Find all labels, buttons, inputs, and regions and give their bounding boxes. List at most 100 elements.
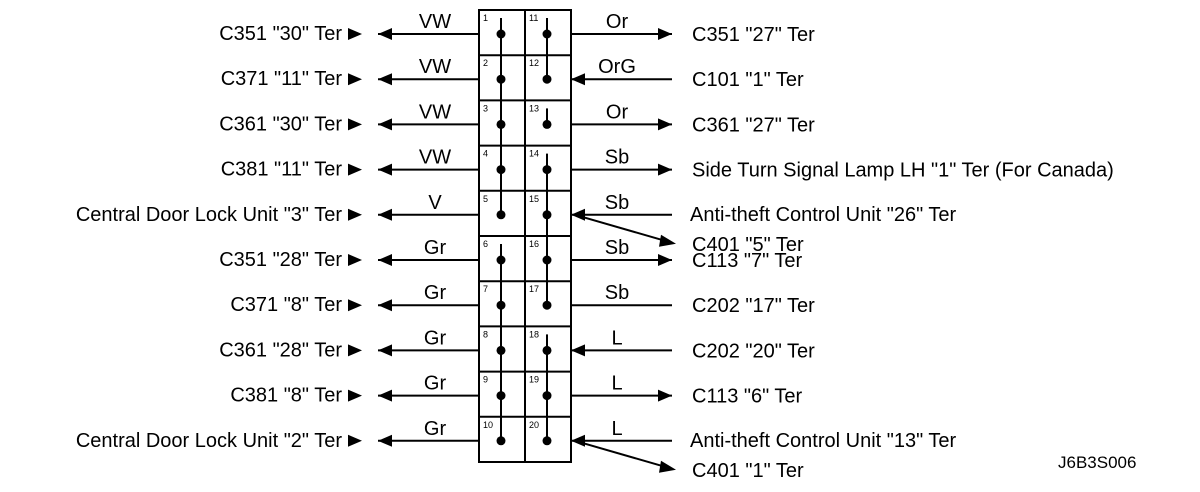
left-pin-4: 4 VW C381 "11" Ter xyxy=(221,147,506,181)
arrow-tail xyxy=(348,118,362,131)
wire-color-label: OrG xyxy=(598,56,636,78)
terminal-label: C361 "30" Ter xyxy=(219,113,342,135)
wire-color-label: Sb xyxy=(605,237,629,259)
wire-color-label: VW xyxy=(419,56,451,78)
arrow-head xyxy=(571,73,585,86)
terminal-label: C202 "17" Ter xyxy=(692,295,815,317)
pin-number: 18 xyxy=(529,329,539,339)
left-pin-2: 2 VW C371 "11" Ter xyxy=(221,56,506,90)
arrow-head xyxy=(658,254,672,266)
terminal-label: C351 "30" Ter xyxy=(219,23,342,45)
terminal-label: Central Door Lock Unit "3" Ter xyxy=(76,204,343,226)
terminal-label: C361 "27" Ter xyxy=(692,114,815,136)
arrow-head xyxy=(378,389,392,402)
arrow-head xyxy=(378,73,392,86)
arrow-head xyxy=(378,118,392,131)
wire-color-label: Gr xyxy=(424,237,447,259)
terminal-label: C113 "6" Ter xyxy=(692,386,803,408)
pin-number: 14 xyxy=(529,149,539,159)
pin-number: 9 xyxy=(483,375,488,385)
wire-color-label: L xyxy=(611,373,622,395)
terminal-label: C101 "1" Ter xyxy=(692,69,804,91)
left-pin-3: 3 VW C361 "30" Ter xyxy=(219,101,506,135)
terminal-label: Anti-theft Control Unit "13" Ter xyxy=(690,430,957,452)
arrow-tail xyxy=(348,299,362,312)
arrow-head xyxy=(378,434,392,447)
arrow-head xyxy=(378,163,392,176)
pin-number: 7 xyxy=(483,284,488,294)
wire-color-label: VW xyxy=(419,11,451,33)
wire-color-label: VW xyxy=(419,147,451,169)
pin-number: 19 xyxy=(529,375,539,385)
terminal-label: Side Turn Signal Lamp LH "1" Ter (For Ca… xyxy=(692,160,1114,182)
wire-color-label: L xyxy=(611,327,622,349)
wire-color-label: Or xyxy=(606,101,629,123)
wire-color-label: VW xyxy=(419,101,451,123)
pin-number: 4 xyxy=(483,149,488,159)
pin-number: 17 xyxy=(529,284,539,294)
arrow-tail xyxy=(348,434,362,447)
terminal-label: C351 "28" Ter xyxy=(219,249,342,271)
pin-number: 20 xyxy=(529,420,539,430)
wire-color-label: L xyxy=(611,418,622,440)
branch-arrow-head xyxy=(659,460,676,473)
branch-terminal-label: C401 "5" Ter xyxy=(692,234,804,256)
terminal-label: C361 "28" Ter xyxy=(219,339,342,361)
pin-number: 12 xyxy=(529,58,539,68)
arrow-head xyxy=(378,299,392,312)
pin-number: 5 xyxy=(483,194,488,204)
arrow-tail xyxy=(348,389,362,402)
wire-color-label: V xyxy=(428,192,442,214)
terminal-label: C371 "11" Ter xyxy=(221,68,343,90)
arrow-tail xyxy=(348,208,362,221)
terminal-label: C371 "8" Ter xyxy=(230,294,342,316)
terminal-label: C113 "7" Ter xyxy=(692,250,803,272)
pin-number: 10 xyxy=(483,420,493,430)
arrow-head xyxy=(658,28,672,40)
pin-number: 13 xyxy=(529,103,539,113)
connector-grid xyxy=(478,9,572,463)
arrow-tail xyxy=(348,254,362,266)
pin-number: 16 xyxy=(529,239,539,249)
terminal-label: C351 "27" Ter xyxy=(692,24,815,46)
arrow-head xyxy=(378,254,392,266)
branch-line xyxy=(574,439,673,470)
terminal-label: C381 "8" Ter xyxy=(230,385,342,407)
figure-code: J6B3S006 xyxy=(1058,453,1136,472)
arrow-tail xyxy=(348,73,362,86)
branch-terminal-label: C401 "1" Ter xyxy=(692,460,804,482)
arrow-head xyxy=(571,344,585,357)
wire-color-label: Gr xyxy=(424,418,447,440)
arrow-head xyxy=(658,389,672,402)
wire-color-label: Gr xyxy=(424,327,447,349)
arrow-head xyxy=(378,208,392,221)
arrow-tail xyxy=(348,344,362,357)
arrow-tail xyxy=(348,163,362,176)
pin-number: 3 xyxy=(483,103,488,113)
terminal-label: Central Door Lock Unit "2" Ter xyxy=(76,430,343,452)
wire-color-label: Sb xyxy=(605,282,629,304)
arrow-head xyxy=(658,118,672,131)
wire-color-label: Sb xyxy=(605,147,629,169)
wire-color-label: Or xyxy=(606,11,629,33)
terminal-label: C381 "11" Ter xyxy=(221,159,343,181)
branch-line xyxy=(574,213,673,244)
right-pin-20: 20 L Anti-theft Control Unit "13" TerC401 … xyxy=(529,418,957,482)
arrow-head xyxy=(378,344,392,357)
wire-color-label: Gr xyxy=(424,282,447,304)
right-pin-12: 12 OrG C101 "1" Ter xyxy=(529,56,804,91)
pin-number: 2 xyxy=(483,58,488,68)
pin-number: 15 xyxy=(529,194,539,204)
arrow-tail xyxy=(348,28,362,40)
